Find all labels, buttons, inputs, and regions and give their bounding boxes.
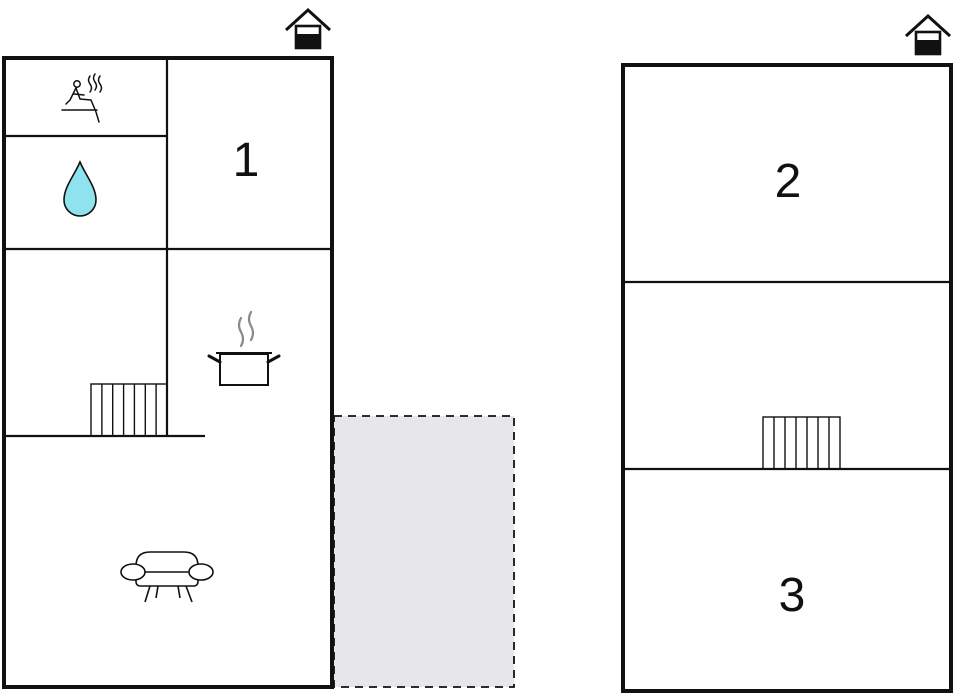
cooking-pot-icon — [207, 310, 281, 386]
sofa-icon — [120, 551, 214, 603]
room-number-2: 2 — [775, 155, 802, 208]
upper-floor-plan: 2 3 — [621, 13, 953, 693]
house-entrance-icon — [284, 7, 332, 50]
terrace-area — [333, 415, 515, 688]
stairs-icon — [90, 383, 168, 437]
room-number-1: 1 — [233, 134, 260, 187]
sauna-icon — [61, 73, 103, 123]
house-entrance-icon — [904, 13, 952, 56]
room-number-3: 3 — [779, 569, 806, 622]
upper-floor-outer-wall — [621, 63, 953, 693]
stairs-icon — [762, 416, 841, 470]
water-drop-icon — [63, 159, 97, 217]
ground-floor-plan: 1 — [2, 7, 515, 689]
